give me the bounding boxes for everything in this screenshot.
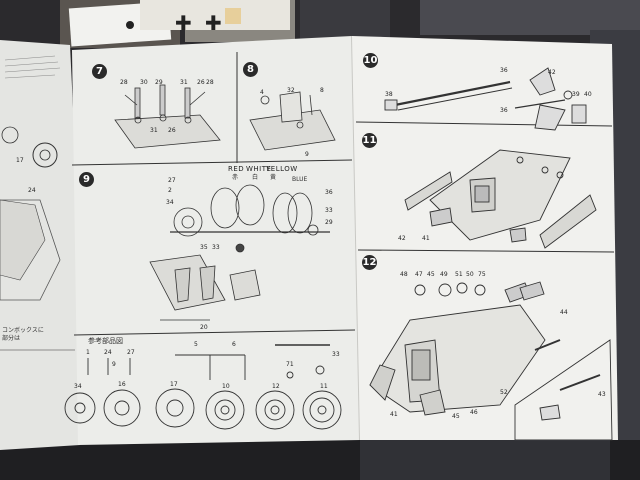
callout-part-16: 16 — [118, 381, 126, 388]
callout-s9-i: 20 — [200, 324, 208, 331]
step10-diagram — [384, 67, 587, 131]
callout-part-24: 24 — [104, 349, 112, 356]
callout-part-9: 9 — [112, 361, 116, 368]
callout-s12-c: 45 — [427, 271, 435, 278]
step9-diagram — [149, 184, 330, 321]
callout-part-6: 6 — [232, 341, 236, 348]
callout-s9-c: 34 — [166, 199, 174, 206]
decal-sheet: ✚ ✚ — [68, 0, 290, 47]
callout-part-34: 34 — [74, 383, 82, 390]
callout-s9-f: 29 — [325, 219, 333, 226]
step-10-number: 10 — [363, 55, 378, 66]
callout-s8-d: 9 — [305, 151, 309, 158]
step-12-number: 12 — [362, 257, 377, 268]
step-8-badge: 8 — [243, 62, 258, 77]
step-10-badge: 10 — [363, 53, 378, 68]
color-guide-white: WHITE — [246, 165, 272, 173]
callout-s9-h: 33 — [212, 244, 220, 251]
callout-s12-e: 51 — [455, 271, 463, 278]
callout-s8-a: 32 — [287, 87, 295, 94]
callout-s12-b: 47 — [415, 271, 423, 278]
callout-s7-c: 29 — [155, 79, 163, 86]
left-page-text: コンボックスに — [2, 327, 44, 334]
step-11-badge: 11 — [362, 133, 377, 148]
color-guide-jp-red: 赤 — [232, 174, 239, 181]
callout-s7-a: 28 — [120, 79, 128, 86]
step-7-number: 7 — [96, 66, 103, 77]
step-11-number: 11 — [362, 135, 377, 146]
color-guide-red: RED — [228, 165, 245, 173]
callout-part-33: 33 — [332, 351, 340, 358]
step7-diagram — [114, 84, 221, 149]
callout-s7-d: 31 — [180, 79, 188, 86]
callout-left-17: 17 — [16, 157, 24, 164]
callout-part-10: 10 — [222, 383, 230, 390]
callout-left-24: 24 — [28, 187, 36, 194]
callout-s12-h: 44 — [560, 309, 568, 316]
callout-s12-m: 45 — [452, 413, 460, 420]
callout-s7-e: 26 — [197, 79, 205, 86]
svg-text:✚: ✚ — [175, 11, 192, 35]
callout-s10-d: 39 — [572, 91, 580, 98]
step-12-badge: 12 — [362, 255, 377, 270]
callout-s12-i: 43 — [598, 391, 606, 398]
callout-s12-d: 49 — [440, 271, 448, 278]
callout-s11-b: 41 — [422, 235, 430, 242]
callout-part-71: 71 — [286, 361, 294, 368]
callout-s9-d: 36 — [325, 189, 333, 196]
callout-part-12: 12 — [272, 383, 280, 390]
step8-diagram — [249, 91, 336, 151]
svg-text:✚: ✚ — [205, 11, 222, 35]
callout-s12-g: 75 — [478, 271, 486, 278]
callout-s10-b: 36 — [500, 67, 508, 74]
callout-s10-c: 36 — [500, 107, 508, 114]
step-9-number: 9 — [83, 174, 90, 185]
parts-reference-title: 参考部品図 — [88, 337, 123, 345]
callout-s12-j: 41 — [390, 411, 398, 418]
callout-part-1: 1 — [86, 349, 90, 356]
callout-s9-g: 35 — [200, 244, 208, 251]
callout-part-11: 11 — [320, 383, 328, 390]
callout-s10-a: 38 — [385, 91, 393, 98]
callout-s10-f: 42 — [548, 69, 556, 76]
callout-s12-f: 50 — [466, 271, 474, 278]
callout-s12-k: 46 — [470, 409, 478, 416]
callout-part-17: 17 — [170, 381, 178, 388]
callout-s7-h: 26 — [168, 127, 176, 134]
step12-diagram — [369, 281, 613, 441]
left-page — [0, 40, 85, 450]
step-8-number: 8 — [247, 64, 254, 75]
callout-s12-l: 52 — [500, 389, 508, 396]
callout-s7-b: 30 — [140, 79, 148, 86]
color-guide-jp-yellow: 黄 — [270, 174, 277, 181]
middle-page — [64, 35, 361, 445]
step-9-badge: 9 — [79, 172, 94, 187]
callout-s8-c: 8 — [320, 87, 324, 94]
parts-reference — [64, 344, 342, 430]
callout-s9-a: 27 — [168, 177, 176, 184]
callout-s12-a: 48 — [400, 271, 408, 278]
callout-s9-b: 2 — [168, 187, 172, 194]
callout-s8-b: 4 — [260, 89, 264, 96]
step11-diagram — [404, 149, 597, 249]
callout-part-5: 5 — [194, 341, 198, 348]
color-guide-jp-white: 白 — [252, 174, 259, 181]
callout-s10-e: 40 — [584, 91, 592, 98]
callout-s11-a: 42 — [398, 235, 406, 242]
color-guide-blue: BLUE — [292, 176, 308, 183]
callout-s7-f: 28 — [206, 79, 214, 86]
callout-s7-g: 31 — [150, 127, 158, 134]
color-guide-yellow: YELLOW — [266, 165, 298, 173]
callout-s9-e: 33 — [325, 207, 333, 214]
left-page-text-2: 部分は — [2, 335, 21, 342]
right-page — [352, 36, 618, 441]
step-7-badge: 7 — [92, 64, 107, 79]
callout-part-27: 27 — [127, 349, 135, 356]
